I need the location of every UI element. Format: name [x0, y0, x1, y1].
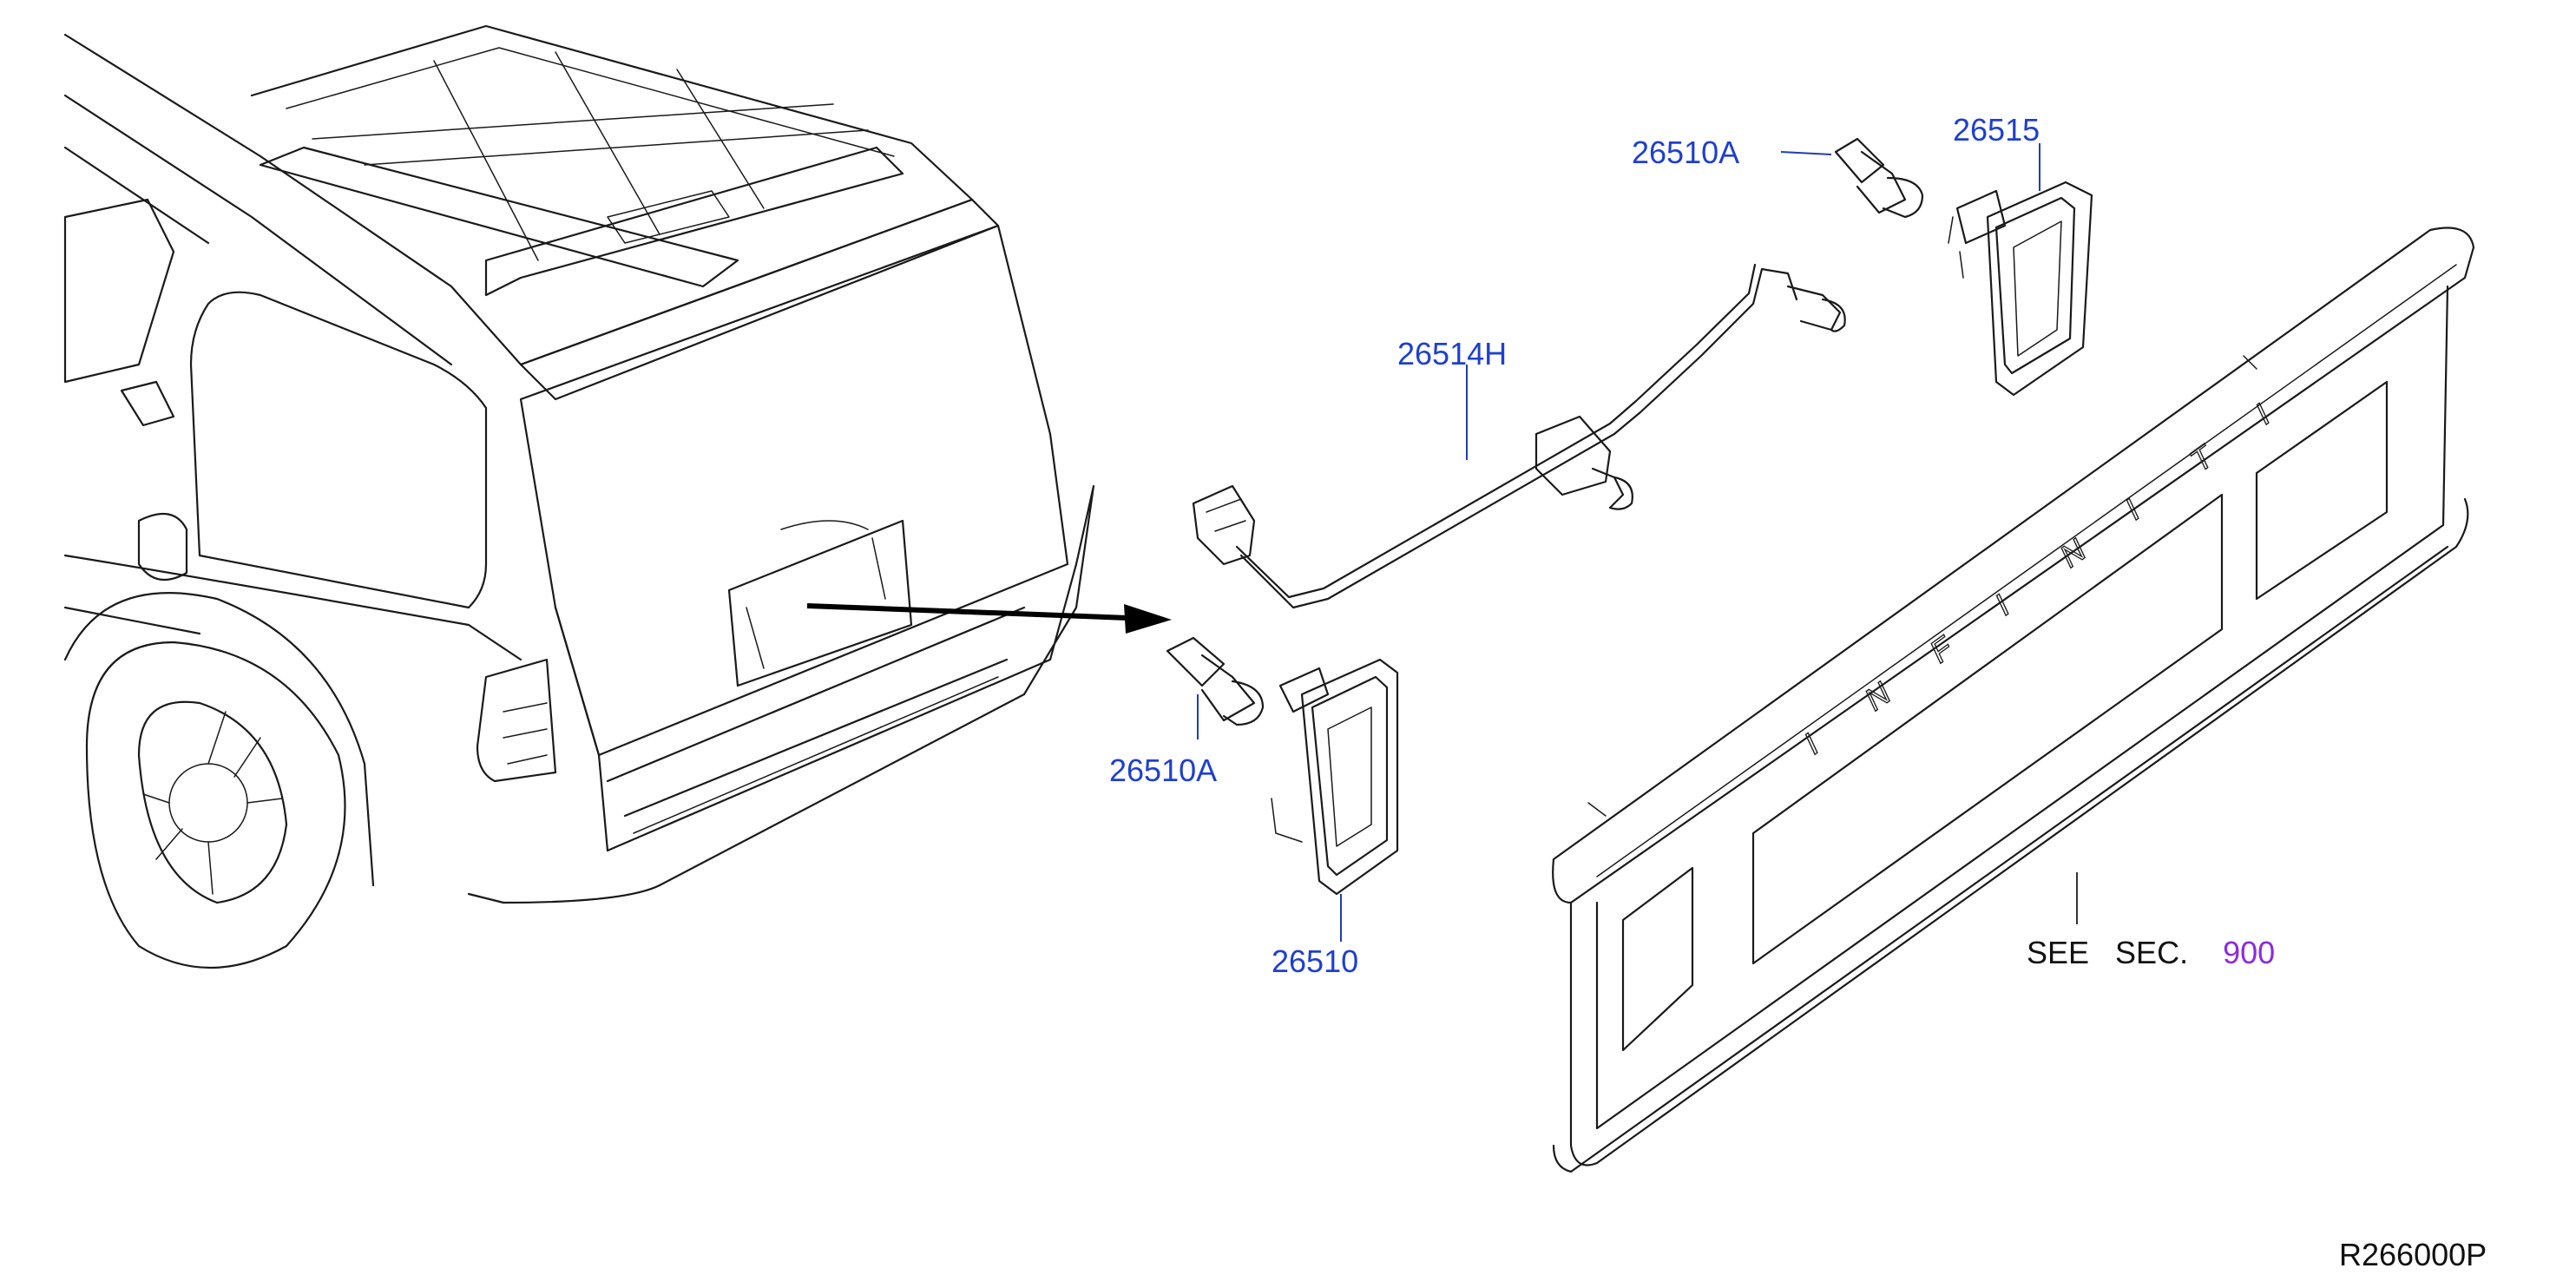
- callout-26515[interactable]: 26515: [1953, 112, 2040, 148]
- reference-code: R266000P: [2339, 1237, 2487, 1272]
- see-section-link[interactable]: 900: [2223, 935, 2276, 970]
- callout-26510[interactable]: 26510: [1272, 943, 1359, 979]
- see-section-note: SEE SEC. 900: [2027, 937, 2275, 969]
- finisher-letter: I: [2119, 492, 2146, 526]
- back-door-finisher-illustration: [1552, 227, 2475, 1173]
- callout-26514h[interactable]: 26514H: [1397, 336, 1508, 371]
- finisher-letter: N: [1858, 674, 1898, 717]
- finisher-letter: I: [1797, 726, 1825, 760]
- license-lamp-lower-illustration: [1271, 658, 1399, 896]
- finisher-lettering: I N F I N I T I: [1797, 397, 2277, 761]
- vehicle-illustration: [63, 24, 1095, 969]
- callout-26510a-top[interactable]: 26510A: [1632, 135, 1740, 170]
- finisher-letter: T: [2184, 437, 2222, 479]
- see-section-prefix: SEE SEC.: [2027, 935, 2189, 970]
- callout-26510a-bottom[interactable]: 26510A: [1109, 752, 1218, 788]
- finisher-letter: I: [1988, 588, 2016, 621]
- detail-arrow: [806, 603, 1172, 634]
- harness-illustration: [1192, 263, 1846, 609]
- bulb-socket-bottom-illustration: [1166, 636, 1265, 726]
- leader-26510a-top: [1780, 151, 1832, 155]
- license-lamp-upper-illustration: [1948, 181, 2093, 397]
- bulb-socket-top-illustration: [1834, 137, 1924, 219]
- finisher-letter: N: [2054, 531, 2093, 574]
